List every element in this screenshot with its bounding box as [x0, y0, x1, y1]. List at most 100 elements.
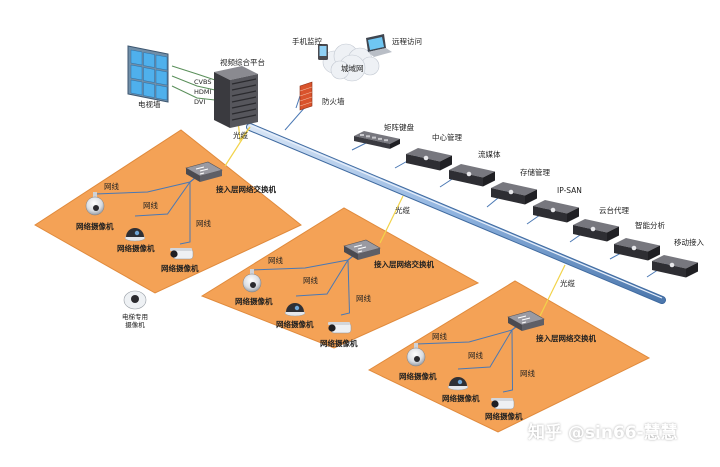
zone-2-area: [200, 207, 480, 349]
zone3-camera1-icon: [406, 343, 426, 367]
dvi-link: [171, 85, 216, 101]
ip-san-storage-top: [533, 200, 579, 214]
signal-dvi-label: DVI: [194, 98, 206, 106]
zone2-switch-label: 接入层网络交换机: [374, 260, 434, 269]
zone3-camera2-icon-lens: [457, 379, 463, 385]
rack-slot: [231, 90, 257, 97]
zone3-camera3-icon-hood: [491, 398, 513, 401]
video-wall-screen: [143, 82, 155, 98]
zone2-camera3-label: 网络摄像机: [320, 339, 358, 348]
zone1-cable-label-b: 网线: [143, 201, 158, 210]
signal-cvbs-label: CVBS: [194, 78, 212, 86]
rack-top: [214, 66, 258, 80]
keyboard-key: [378, 137, 382, 140]
rack-slot: [231, 114, 257, 121]
rack-slot: [231, 96, 257, 103]
center-management-server-logo: [423, 155, 429, 161]
firewall-brick-line: [299, 96, 313, 102]
laptop: [366, 34, 392, 57]
zone1-camera3-icon-hood: [170, 248, 192, 251]
ptz-proxy-server-logo: [590, 226, 596, 232]
elevator-camera-lens: [131, 295, 139, 303]
firewall: [299, 81, 313, 111]
streaming-server-front: [449, 170, 483, 187]
device-label-mobile-access: 移动接入: [674, 238, 704, 247]
smart-analysis-server-side: [648, 245, 660, 261]
ip-san-storage: [533, 200, 579, 223]
storage-server-top: [491, 182, 537, 196]
video-platform-rack: [214, 66, 258, 128]
firewall-brick-line: [299, 91, 313, 97]
video-wall-screen: [155, 69, 168, 86]
zone1-camera2-label: 网络摄像机: [117, 244, 155, 253]
center-management-server-side: [440, 155, 452, 171]
zone2-camera3-icon-hood: [328, 322, 350, 325]
smart-analysis-server: [614, 238, 660, 261]
zone2-camera2-icon-lens: [294, 305, 300, 311]
rack-side: [214, 72, 230, 128]
zone3-switch-left: [508, 317, 522, 331]
zone3-switch-arrows: [517, 315, 531, 324]
phone-screen: [319, 46, 327, 56]
matrix-keyboard-top: [354, 131, 400, 144]
matrix-keyboard-front: [354, 136, 390, 149]
zone2-camera3-icon: [328, 322, 352, 334]
camera-zones: [34, 129, 651, 433]
zone1-camera3-icon: [170, 248, 194, 260]
device-label-streaming: 流媒体: [478, 150, 501, 159]
mobile-access-server-logo: [669, 262, 675, 268]
zone1-switch-arrows: [195, 166, 209, 175]
keyboard-key: [366, 135, 370, 138]
zone3-cable-label-b: 网线: [468, 351, 483, 360]
zone1-camera1-label: 网络摄像机: [76, 222, 114, 231]
laptop-screen: [368, 37, 384, 50]
zone2-camera2-icon: [284, 303, 306, 317]
hdmi-link: [171, 75, 216, 91]
video-wall-screen: [130, 49, 143, 66]
device-label-smart-analysis: 智能分析: [635, 221, 665, 230]
keyboard-key: [372, 136, 376, 139]
storage-server-side: [525, 189, 537, 205]
rack-slot: [231, 84, 257, 91]
zone3-camera2-label: 网络摄像机: [442, 394, 480, 403]
ptz-proxy-server-top: [573, 219, 619, 233]
video-wall-screen: [143, 52, 155, 68]
zone2-cable-label-a: 网线: [268, 256, 283, 265]
zone3-fiber-link: [539, 264, 566, 317]
zone3-fiber-label: 光缆: [560, 279, 575, 288]
zone1-camera1-icon: [85, 192, 105, 216]
center-management-server: [406, 148, 452, 171]
laptop-base: [368, 48, 392, 57]
firewall-label: 防火墙: [322, 97, 345, 106]
keyboard-key: [360, 134, 364, 136]
zone1-camera3-label: 网络摄像机: [161, 264, 199, 273]
video-wall-screen: [155, 54, 168, 71]
streaming-server-top: [449, 164, 495, 178]
storage-server: [491, 182, 537, 205]
device-label-center-management: 中心管理: [432, 133, 462, 142]
zone-3-area: [367, 280, 651, 433]
video-wall-screen: [130, 64, 143, 81]
zone2-camera2-label: 网络摄像机: [276, 320, 314, 329]
mobile-access-server-front: [652, 261, 686, 278]
zone2-fiber-link: [379, 195, 404, 244]
storage-server-logo: [508, 189, 514, 195]
zone1-switch-left: [186, 168, 200, 182]
zone2-switch-arrows: [353, 244, 367, 253]
zone2-cable-label-c: 网线: [356, 294, 371, 303]
cvbs-link: [171, 65, 216, 81]
storage-server-front: [491, 188, 525, 205]
streaming-server-side: [483, 171, 495, 187]
devices-layer: [85, 34, 698, 410]
zone1-camera3-icon-lens: [170, 250, 178, 258]
firewall-brick-line: [299, 86, 313, 92]
zone1-switch-label: 接入层网络交换机: [216, 185, 276, 194]
zone-1-area: [34, 129, 302, 294]
matrix-keyboard-side: [390, 138, 400, 149]
signal-hdmi-label: HDMI: [194, 88, 212, 96]
zone3-camera3-label: 网络摄像机: [485, 412, 523, 421]
rack-slot: [231, 78, 257, 85]
rack-slot: [231, 108, 257, 115]
remote-access-label: 远程访问: [392, 37, 422, 46]
zone1-switch-front: [200, 170, 222, 182]
